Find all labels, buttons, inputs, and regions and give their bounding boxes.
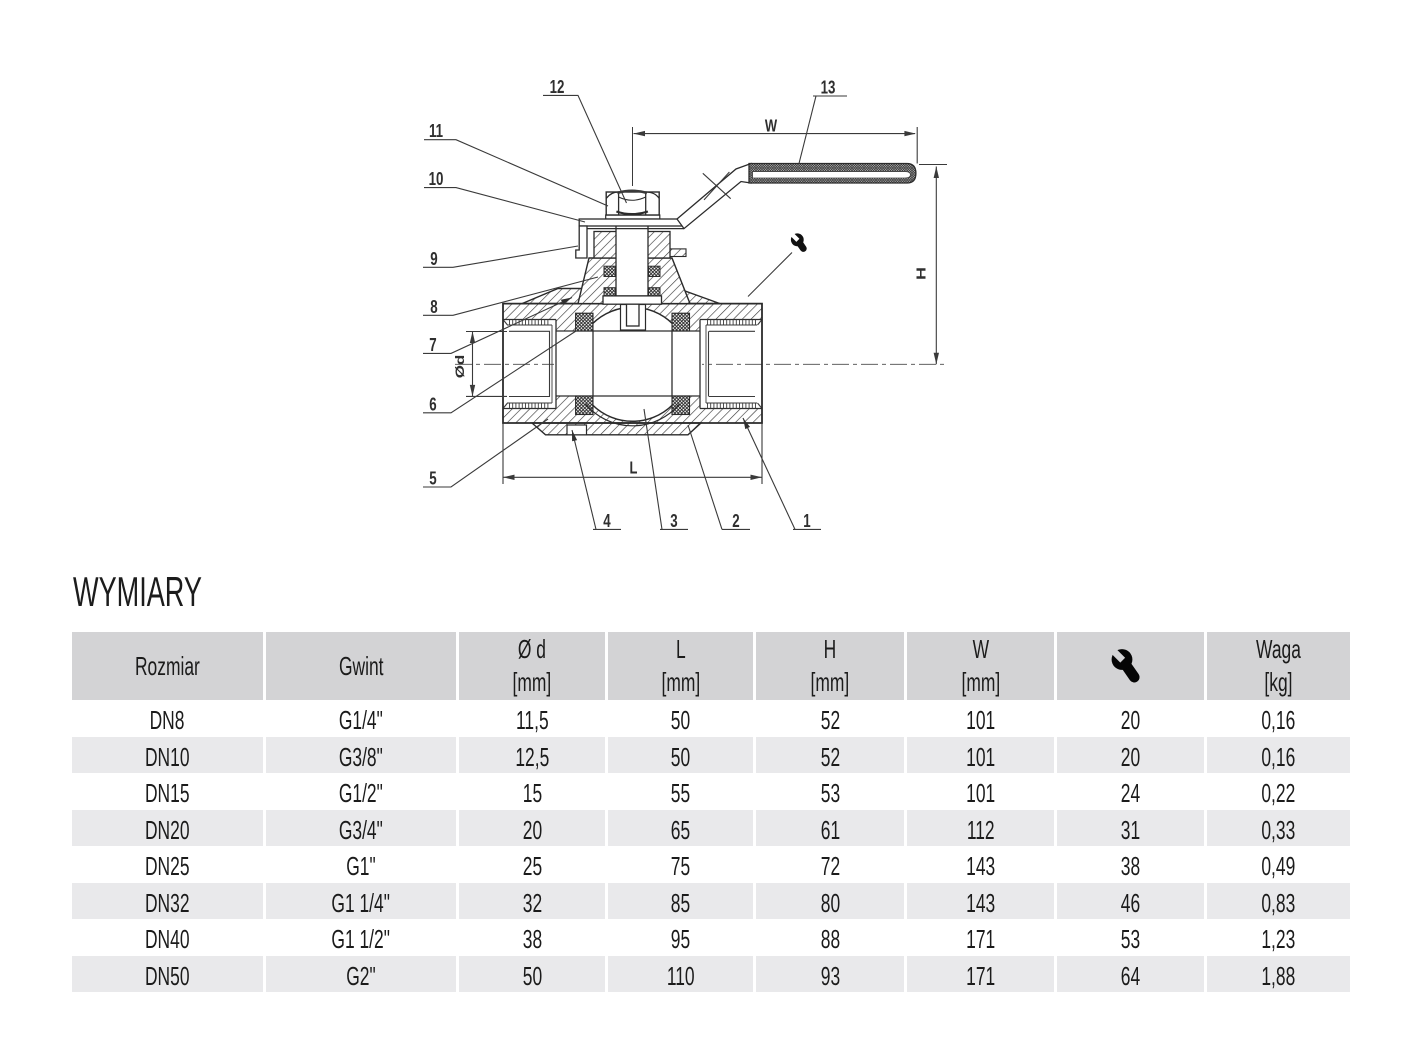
svg-text:4: 4 <box>603 511 610 532</box>
svg-text:10: 10 <box>429 169 444 190</box>
svg-text:13: 13 <box>821 77 836 98</box>
svg-text:6: 6 <box>429 394 436 415</box>
svg-text:8: 8 <box>430 297 437 318</box>
svg-text:1: 1 <box>803 511 810 532</box>
svg-text:12: 12 <box>550 77 565 98</box>
svg-text:W: W <box>765 117 777 137</box>
svg-text:H: H <box>915 267 929 280</box>
svg-text:5: 5 <box>429 468 436 489</box>
svg-text:2: 2 <box>732 511 739 532</box>
svg-text:3: 3 <box>670 511 677 532</box>
svg-text:L: L <box>630 459 638 479</box>
svg-text:9: 9 <box>430 249 437 270</box>
svg-text:7: 7 <box>429 335 436 356</box>
svg-text:Ød: Ød <box>454 355 467 379</box>
svg-text:11: 11 <box>429 121 443 142</box>
